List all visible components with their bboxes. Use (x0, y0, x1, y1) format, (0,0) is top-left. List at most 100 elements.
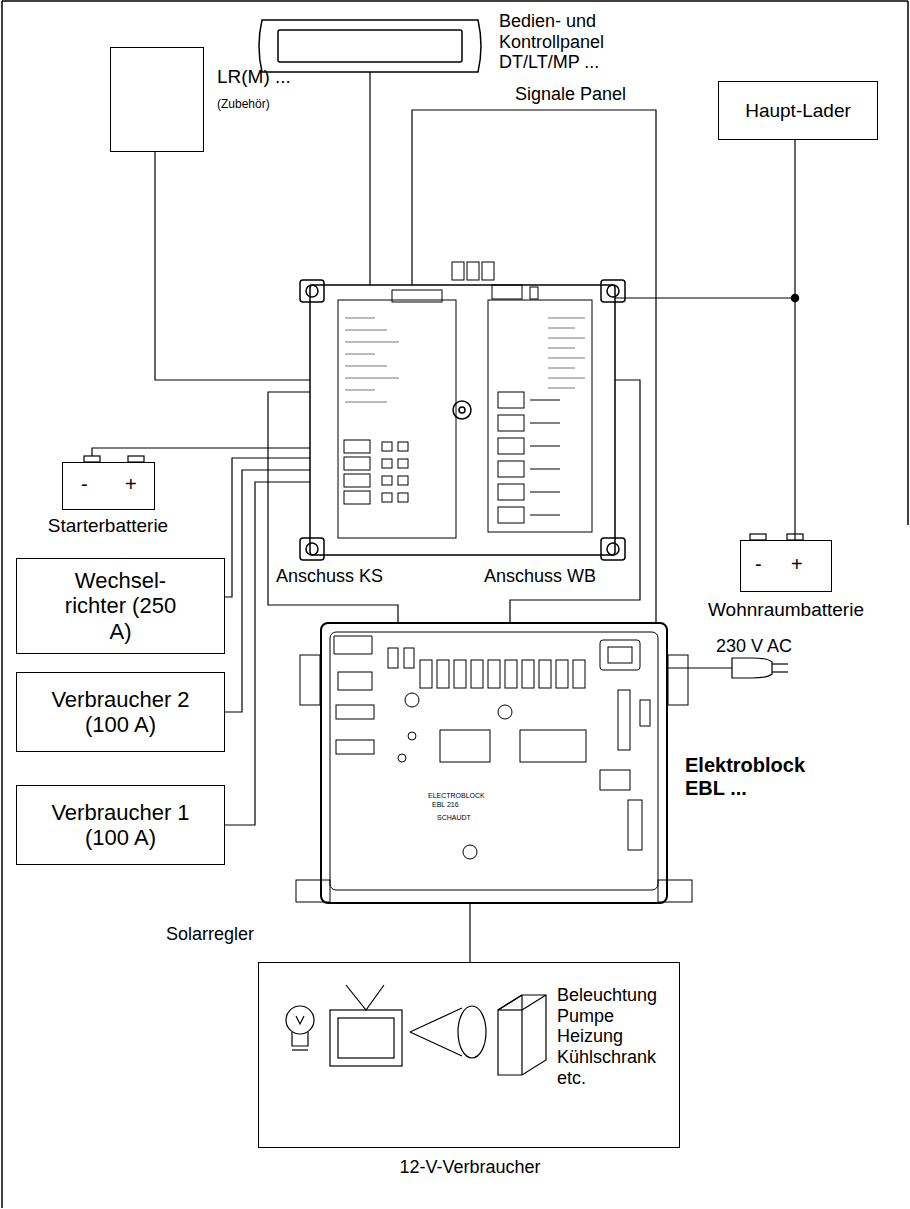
electroblock-detail (505, 660, 517, 688)
electroblock-detail (336, 705, 374, 719)
control-module (392, 290, 442, 302)
load-box: Verbraucher 1 (100 A) (16, 785, 225, 865)
battery: -+Starterbatterie (62, 462, 155, 510)
control-module (345, 318, 375, 319)
control-module (498, 461, 524, 477)
node-caption: 12-V-Verbraucher (259, 1157, 681, 1178)
control-module (345, 354, 375, 355)
control-module (548, 378, 585, 379)
control-module (398, 493, 408, 502)
panel-display (259, 20, 481, 72)
consumer-icons (286, 985, 546, 1075)
control-module (607, 543, 619, 555)
electroblock-detail (420, 660, 432, 688)
electroblock-detail (454, 660, 466, 688)
node-label: Beleuchtung Pumpe Heizung Kühlschrank et… (557, 985, 675, 1088)
power-plug (772, 663, 788, 664)
control-module (530, 400, 560, 401)
wire (225, 470, 310, 712)
control-module (498, 438, 524, 454)
control-module (498, 507, 524, 523)
consumer-icons (292, 1049, 308, 1050)
consumer-icons (292, 1032, 308, 1046)
control-module (548, 388, 575, 389)
control-module (345, 318, 585, 402)
electroblock-detail (600, 770, 630, 790)
device-marking: SCHAUDT (437, 814, 471, 822)
page-frame (907, 1, 909, 525)
control-module (498, 392, 524, 408)
node-caption: Wohnraumbatterie (671, 599, 901, 621)
load-box: Verbraucher 2 (100 A) (16, 672, 225, 752)
control-module (345, 378, 399, 379)
control-module (306, 543, 318, 555)
control-module (467, 262, 479, 280)
consumer-icons (338, 1018, 394, 1058)
node-label: - (81, 473, 88, 496)
node-label: Wechsel- richter (250 A) (61, 568, 181, 644)
consumer-icons (346, 985, 384, 1010)
control-module (607, 285, 619, 297)
control-module (306, 285, 318, 297)
control-module (548, 318, 585, 319)
consumer-box: Beleuchtung Pumpe Heizung Kühlschrank et… (258, 962, 680, 1148)
control-module (548, 368, 575, 369)
panel-display (259, 20, 481, 72)
connector-wire (794, 140, 795, 540)
electroblock-detail (405, 693, 419, 707)
control-module (344, 440, 370, 453)
electroblock-detail (640, 700, 650, 726)
consumer-icons (458, 1006, 486, 1058)
wire-label: Anschuss KS (276, 566, 383, 587)
control-module (300, 262, 625, 560)
electroblock: Elektroblock EBL ... (320, 622, 668, 904)
control-module (453, 401, 471, 419)
control-module (482, 262, 494, 280)
wire-label: 230 V AC (716, 636, 792, 657)
control-module (530, 287, 538, 299)
electroblock-detail (336, 740, 374, 754)
control-module (345, 342, 399, 343)
electroblock-detail (498, 705, 512, 719)
electroblock-detail (608, 647, 632, 663)
control-module (345, 330, 387, 331)
wire-label: Solarregler (166, 924, 254, 945)
control-module (530, 492, 560, 493)
electroblock-detail (408, 732, 416, 740)
page-frame (2, 0, 908, 2)
control-module (382, 442, 392, 451)
node-label: Verbraucher 1 (100 A) (46, 800, 196, 851)
electroblock-detail (522, 660, 534, 688)
node-caption: + (125, 473, 137, 496)
consumer-icons (296, 1016, 304, 1024)
electroblock-detail (618, 690, 630, 750)
electroblock-detail (471, 660, 483, 688)
control-module (398, 476, 408, 485)
control-module (530, 515, 560, 516)
wire (225, 482, 310, 825)
electroblock-detail (488, 660, 500, 688)
wire (668, 667, 732, 668)
page-frame (1, 1, 3, 1208)
consumer-icons (498, 995, 522, 1075)
electroblock-detail (600, 640, 640, 670)
electroblock-detail (520, 730, 586, 762)
node-label: Bedien- und Kontrollpanel DT/LT/MP ... (499, 11, 629, 73)
control-module (548, 348, 575, 349)
power-plug (732, 658, 788, 678)
control-module (310, 285, 615, 555)
control-module (344, 457, 370, 470)
electroblock-detail (334, 636, 372, 654)
node-label: - (755, 553, 762, 576)
electroblock-detail (296, 880, 330, 902)
control-module (382, 476, 392, 485)
electroblock-detail (668, 655, 688, 705)
control-module (398, 442, 408, 451)
node-label: Elektroblock EBL ... (685, 754, 820, 800)
consumer-icons (498, 1009, 522, 1010)
electroblock-detail (388, 648, 398, 668)
electroblock-detail (404, 648, 414, 668)
control-module (344, 392, 560, 523)
node-label: Haupt-Lader (745, 100, 851, 122)
